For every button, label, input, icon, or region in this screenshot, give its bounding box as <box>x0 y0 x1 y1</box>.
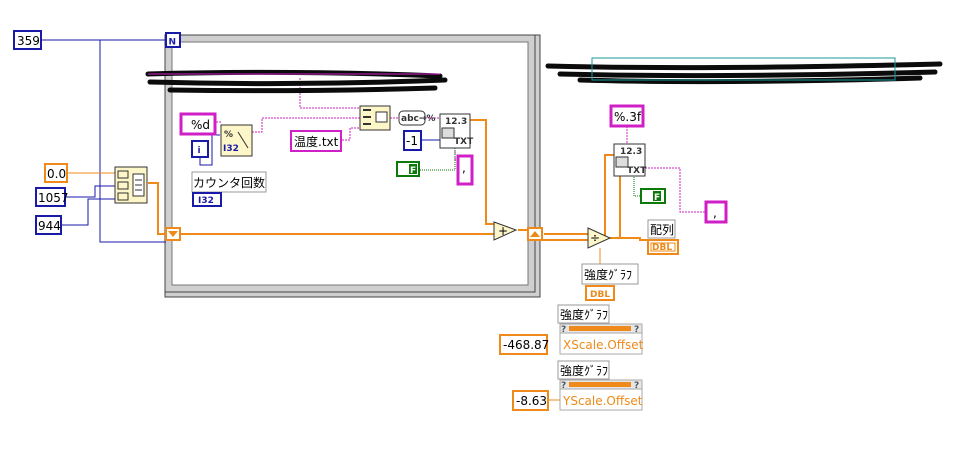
init-value-constant[interactable]: 0.0 <box>44 163 68 183</box>
loop-count-constant[interactable]: 359 <box>13 30 42 50</box>
svg-text:-468.87: -468.87 <box>503 338 549 352</box>
divide-node[interactable]: ÷ <box>587 227 612 249</box>
svg-text:?: ? <box>634 325 639 335</box>
svg-text:-8.63: -8.63 <box>516 394 547 408</box>
wire-count-branch <box>99 40 166 243</box>
svg-text:%: % <box>224 130 233 140</box>
svg-text:359: 359 <box>17 34 40 48</box>
svg-text:÷: ÷ <box>590 231 600 245</box>
wire-dim-b <box>62 198 115 226</box>
property-node-y[interactable]: ? ? YScale.Offset <box>559 379 643 411</box>
svg-text:DBL: DBL <box>590 290 610 300</box>
false-constant-1[interactable]: F <box>396 161 420 177</box>
write-spreadsheet-node-2[interactable]: 12.3 TXT <box>613 143 647 177</box>
shift-register-right[interactable] <box>527 227 543 241</box>
array-indicator[interactable]: DBL <box>647 239 679 255</box>
svg-text:F: F <box>654 193 660 203</box>
svg-text:DBL: DBL <box>652 243 672 253</box>
wire-false-2 <box>633 176 640 197</box>
svg-text:配列: 配列 <box>650 223 674 237</box>
dim-b-constant[interactable]: 944 <box>35 215 62 235</box>
format-into-string-node[interactable]: % I32 <box>220 124 253 157</box>
svg-text:強度ｸﾞﾗﾌ: 強度ｸﾞﾗﾌ <box>584 267 632 282</box>
iteration-terminal[interactable]: i <box>191 140 209 158</box>
counter-indicator-label: カウンタ回数 <box>191 171 267 193</box>
array-indicator-label: 配列 <box>647 219 676 239</box>
svg-text:I32: I32 <box>198 196 214 206</box>
svg-text:944: 944 <box>38 219 61 233</box>
wire-header <box>299 78 360 109</box>
concatenate-strings-node[interactable] <box>359 105 391 131</box>
wire-filename <box>342 127 360 141</box>
svg-text:温度.txt: 温度.txt <box>294 134 339 149</box>
filename-constant[interactable]: 温度.txt <box>290 130 342 152</box>
svg-text:abc→%: abc→% <box>401 114 435 124</box>
property-node-x[interactable]: ? ? XScale.Offset <box>559 323 644 355</box>
svg-text:N: N <box>169 38 177 48</box>
y-offset-constant[interactable]: -8.63 <box>512 390 549 411</box>
svg-text:%.3f: %.3f <box>614 110 642 124</box>
svg-text:i: i <box>198 146 201 156</box>
graph-indicator[interactable]: DBL <box>585 285 615 301</box>
wire-divide-out <box>610 237 650 241</box>
property-node-y-label: 強度ｸﾞﾗﾌ <box>557 360 610 380</box>
wire-dim-a <box>64 185 115 198</box>
svg-text:XScale.Offset: XScale.Offset <box>563 338 644 352</box>
svg-text:?: ? <box>634 381 639 391</box>
wire-comma-2 <box>645 167 706 213</box>
svg-text:YScale.Offset: YScale.Offset <box>562 394 643 408</box>
svg-text:カウンタ回数: カウンタ回数 <box>193 175 265 190</box>
svg-text:,: , <box>713 206 717 220</box>
svg-text:?: ? <box>561 381 566 391</box>
minus-one-constant[interactable]: -1 <box>403 130 422 151</box>
shift-register-left[interactable] <box>165 227 181 241</box>
initialize-array-node[interactable] <box>114 166 148 204</box>
redacted-scribble-1 <box>145 69 448 94</box>
svg-text:12.3: 12.3 <box>445 117 467 127</box>
format-3f-constant[interactable]: %.3f <box>609 104 645 128</box>
redacted-scribble-2 <box>545 57 943 85</box>
svg-text:%d: %d <box>191 118 210 132</box>
counter-indicator[interactable]: I32 <box>192 192 222 207</box>
false-constant-2[interactable]: F <box>640 188 666 204</box>
wire-format-str <box>252 117 360 133</box>
svg-text:1057: 1057 <box>38 191 69 205</box>
svg-text:?: ? <box>561 325 566 335</box>
svg-text:F: F <box>410 166 416 176</box>
wire-false-1 <box>420 148 456 171</box>
x-offset-constant[interactable]: -468.87 <box>499 334 549 355</box>
svg-text:0.0: 0.0 <box>47 167 66 181</box>
dim-a-constant[interactable]: 1057 <box>35 187 69 207</box>
svg-text:-1: -1 <box>406 134 418 148</box>
add-node[interactable]: + <box>493 221 518 241</box>
write-spreadsheet-node-1[interactable]: 12.3 TXT <box>439 113 474 149</box>
graph-indicator-label: 強度ｸﾞﾗﾌ <box>581 263 639 285</box>
svg-text:I32: I32 <box>223 144 239 154</box>
svg-text:TXT: TXT <box>627 166 647 176</box>
loop-count-terminal[interactable]: N <box>165 32 181 48</box>
svg-text:12.3: 12.3 <box>620 147 642 157</box>
wire-spreadsheet-out <box>470 119 494 225</box>
property-node-x-label: 強度ｸﾞﾗﾌ <box>557 304 610 324</box>
wire-array-to-loop <box>148 182 168 235</box>
svg-text:強度ｸﾞﾗﾌ: 強度ｸﾞﾗﾌ <box>560 363 608 378</box>
comma-constant-2[interactable]: , <box>704 200 728 224</box>
svg-text:+: + <box>498 224 508 238</box>
svg-text:TXT: TXT <box>454 137 474 147</box>
comma-constant-1[interactable]: , <box>456 154 474 186</box>
format-d-constant[interactable]: %d <box>179 112 217 136</box>
format-string-node[interactable]: abc→% <box>398 110 435 126</box>
svg-text:強度ｸﾞﾗﾌ: 強度ｸﾞﾗﾌ <box>560 307 608 322</box>
svg-text:,: , <box>462 161 466 175</box>
